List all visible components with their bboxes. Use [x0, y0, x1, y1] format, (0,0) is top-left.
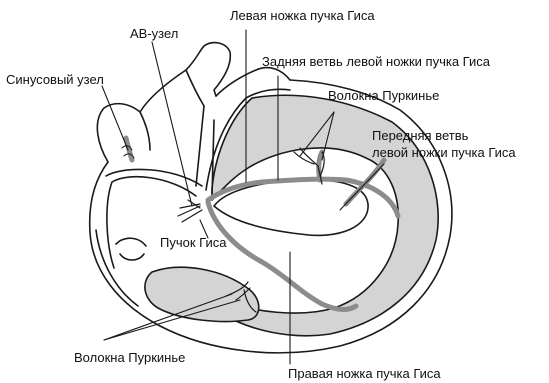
leader-sinus: [102, 86, 128, 150]
label-bundle-of-his: Пучок Гиса: [160, 235, 227, 250]
label-anterior-fascicle-2: левой ножки пучка Гиса: [372, 145, 516, 160]
label-left-bundle-branch: Левая ножка пучка Гиса: [230, 8, 375, 23]
label-right-bundle-branch: Правая ножка пучка Гиса: [288, 366, 441, 381]
label-purkinje-bottom: Волокна Пуркинье: [74, 350, 185, 365]
right-ventricle-band: [145, 267, 259, 321]
label-av-node: АВ-узел: [130, 26, 178, 41]
label-sinus-node: Синусовый узел: [6, 72, 104, 87]
label-purkinje-top: Волокна Пуркинье: [328, 88, 439, 103]
label-anterior-fascicle-1: Передняя ветвь: [372, 128, 469, 143]
label-posterior-fascicle: Задняя ветвь левой ножки пучка Гиса: [262, 54, 491, 69]
leader-av-node: [152, 42, 192, 206]
